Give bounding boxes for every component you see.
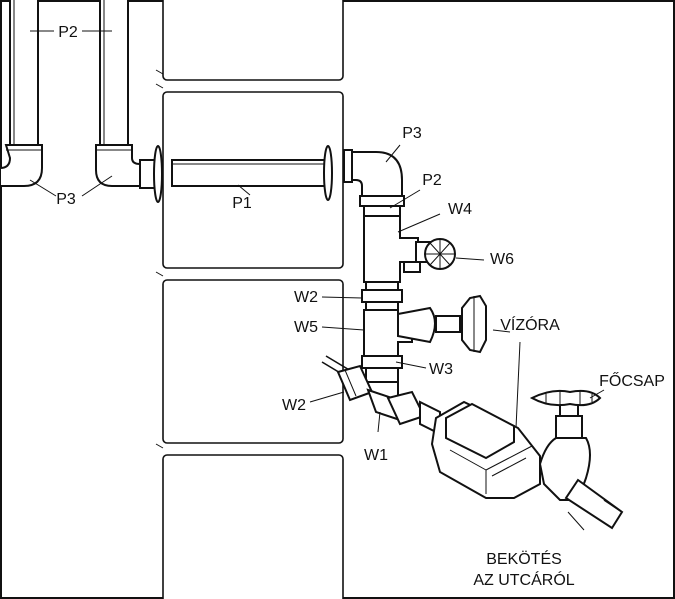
right-elbow: [343, 149, 403, 197]
label-w3: W3: [429, 361, 453, 378]
water-meter: [430, 400, 541, 499]
label-w2-upper: W2: [294, 289, 318, 306]
label-w6: W6: [490, 251, 514, 268]
label-bekotes-line2: AZ UTCÁRÓL: [473, 570, 574, 589]
label-p2-top: P2: [58, 24, 78, 41]
label-w5: W5: [294, 319, 318, 336]
valve-w6: [403, 238, 456, 273]
label-p2-right: P2: [422, 172, 442, 189]
label-w4: W4: [448, 201, 472, 218]
main-valve: [529, 389, 624, 530]
leader-lines: [29, 30, 605, 531]
label-w2-lower: W2: [282, 397, 306, 414]
label-vizora: VÍZÓRA: [500, 315, 560, 334]
label-p3-left: P3: [56, 191, 76, 208]
valve-w5: [397, 294, 487, 354]
label-p1: P1: [232, 195, 252, 212]
label-bekotes-line1: BEKÖTÉS: [486, 549, 562, 568]
label-w1: W1: [364, 447, 388, 464]
label-focsap: FŐCSAP: [599, 371, 665, 390]
pipe-p1: [171, 145, 333, 201]
label-p3-right: P3: [402, 125, 422, 142]
left-pipes: [0, 0, 163, 203]
riser: [359, 195, 419, 412]
